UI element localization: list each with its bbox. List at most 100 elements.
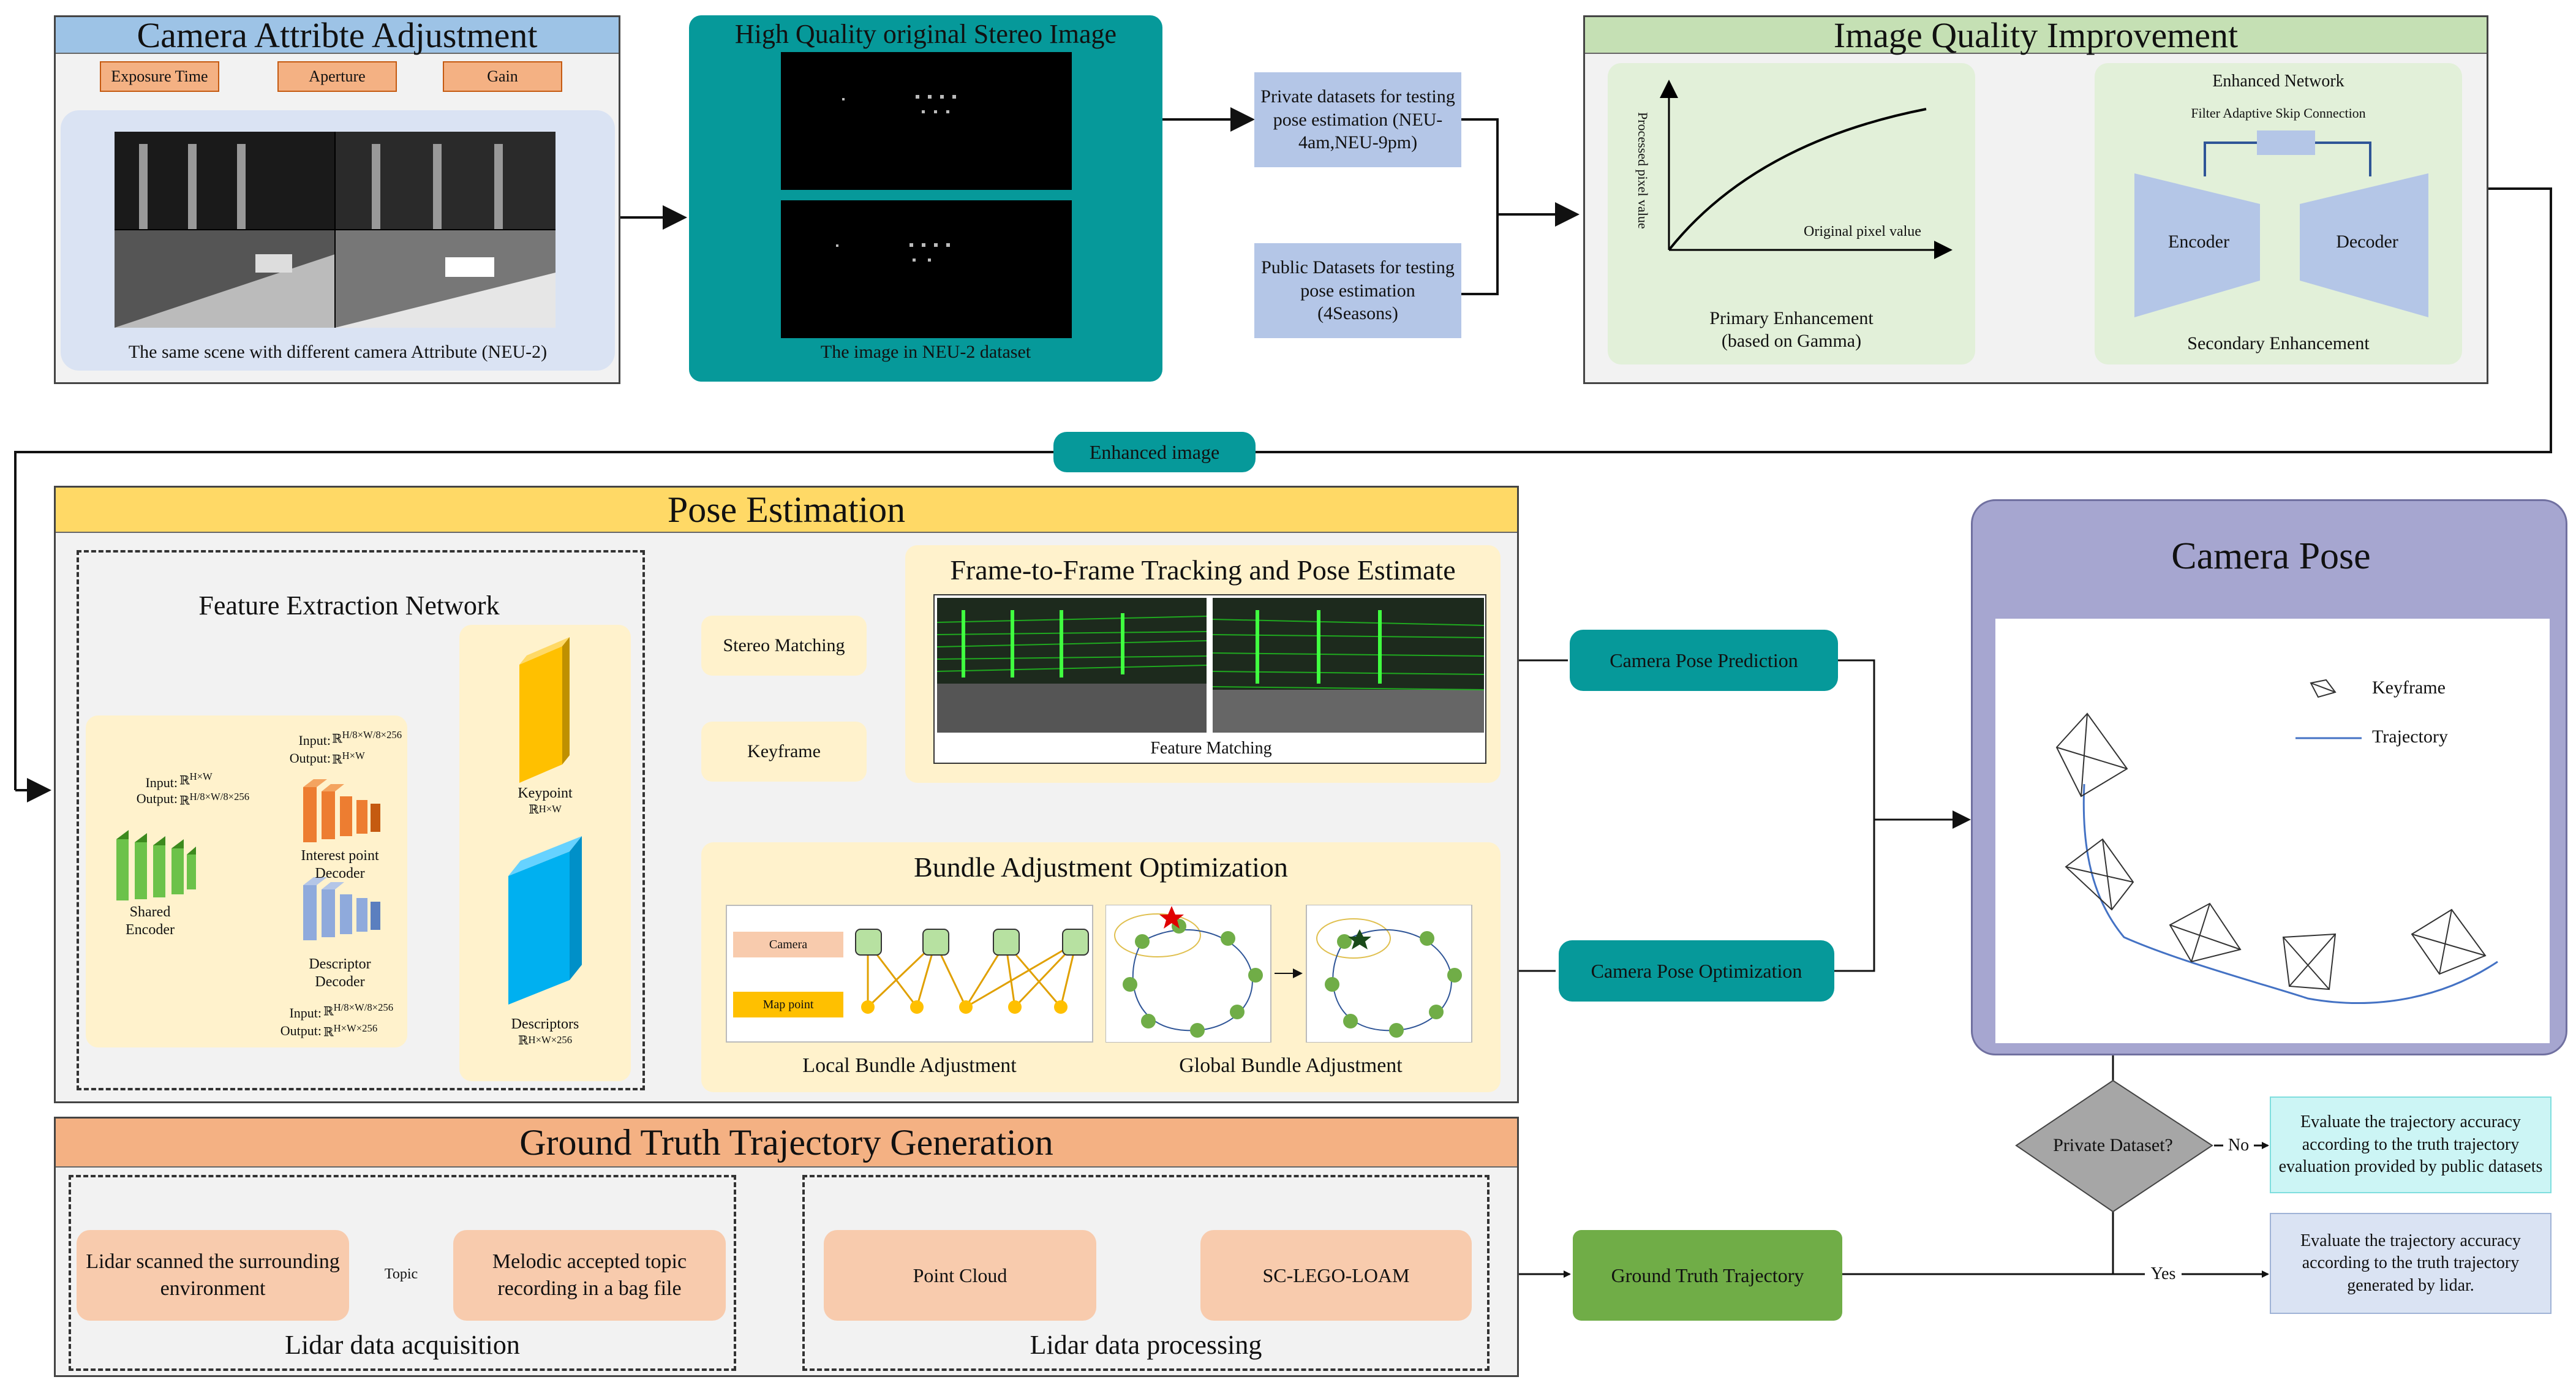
descriptors-block xyxy=(508,836,582,1005)
global-ba-label: Global Bundle Adjustment xyxy=(1179,1054,1403,1077)
enhanced-image-label: Enhanced image xyxy=(1053,432,1256,472)
stereo-caption: The image in NEU-2 dataset xyxy=(820,342,1031,362)
topic-label: Topic xyxy=(377,1265,426,1283)
legend-trajectory-label: Trajectory xyxy=(2372,726,2448,747)
interest-output-label: Output: xyxy=(289,750,331,766)
keypoint-label: Keypoint xyxy=(518,785,573,801)
bundle-adjustment-title: Bundle Adjustment Optimization xyxy=(914,851,1288,883)
pose-estimation-title: Pose Estimation xyxy=(56,488,1517,533)
descriptor-io-label: Input: Output: xyxy=(263,1005,322,1040)
enhanced-network-panel: Enhanced Network Filter Adaptive Skip Co… xyxy=(2095,63,2462,364)
local-ba-graph xyxy=(733,929,1089,1017)
evaluate-lidar-box: Evaluate the trajectory accuracy accordi… xyxy=(2270,1213,2552,1314)
camera-attribute-title: Camera Attribte Adjustment xyxy=(56,15,619,55)
scene-image-panel: The same scene with different camera Att… xyxy=(61,110,615,371)
ground-truth-panel: Ground Truth Trajectory Generation xyxy=(54,1117,1519,1377)
mappoint-legend-label: Map point xyxy=(763,997,814,1011)
frame-tracking-title: Frame-to-Frame Tracking and Pose Estimat… xyxy=(950,554,1456,586)
keypoint-block xyxy=(519,637,570,783)
lidar-processing-box xyxy=(802,1175,1489,1371)
feature-matching-image xyxy=(937,598,1484,733)
point-cloud-box: Point Cloud xyxy=(824,1230,1096,1321)
camera-pose-prediction-box: Camera Pose Prediction xyxy=(1570,630,1838,691)
stereo-image-panel: High Quality original Stereo Image The i… xyxy=(689,15,1162,382)
primary-line1: Primary Enhancement xyxy=(1709,308,1874,328)
private-datasets-box: Private datasets for testing pose estima… xyxy=(1254,72,1461,167)
bundle-adjustment-panel: Bundle Adjustment Optimization Camera Ma… xyxy=(701,842,1501,1092)
keyframe-box: Keyframe xyxy=(701,722,867,782)
stereo-image-bottom xyxy=(781,200,1072,338)
encoder-io-label: Input: Output: xyxy=(113,775,178,807)
aperture-button: Aperture xyxy=(277,61,397,92)
scene-caption: The same scene with different camera Att… xyxy=(128,342,548,362)
frame-tracking-panel: Frame-to-Frame Tracking and Pose Estimat… xyxy=(905,545,1501,783)
local-ba-label: Local Bundle Adjustment xyxy=(802,1054,1017,1077)
primary-line2: (based on Gamma) xyxy=(1721,331,1862,351)
interest-input-label: Input: xyxy=(298,733,331,748)
camera-pose-optimization-box: Camera Pose Optimization xyxy=(1559,940,1834,1002)
encoder-label: Encoder xyxy=(2168,232,2229,252)
ground-truth-trajectory-box: Ground Truth Trajectory xyxy=(1573,1230,1842,1321)
decision-no-label: No xyxy=(2223,1134,2254,1157)
stereo-matching-box: Stereo Matching xyxy=(701,616,867,676)
stereo-image-top xyxy=(781,52,1072,190)
enhanced-network-title: Enhanced Network xyxy=(2212,72,2344,91)
feature-extraction-box xyxy=(77,550,645,1090)
descriptor-decoder-blocks xyxy=(303,877,380,940)
descriptor-input-label: Input: xyxy=(289,1005,322,1021)
stereo-title: High Quality original Stereo Image xyxy=(734,18,1117,49)
scene-photo xyxy=(115,132,555,328)
ground-truth-title: Ground Truth Trajectory Generation xyxy=(56,1119,1517,1168)
trajectory-plot xyxy=(2055,679,2498,1004)
lidar-acquisition-box xyxy=(69,1175,736,1371)
feature-extraction-title: Feature Extraction Network xyxy=(198,590,500,621)
shared-encoder-blocks xyxy=(116,830,196,900)
network-blocks xyxy=(116,637,582,1005)
decision-diamond xyxy=(2015,1079,2213,1213)
interest-io-label: Input: Output: xyxy=(273,732,331,767)
decision-question: Private Dataset? xyxy=(2053,1135,2173,1155)
encoder-input-label: Input: xyxy=(145,775,178,790)
shared-encoder-label: Shared Encoder xyxy=(126,904,175,938)
plot-xlabel: Original pixel value xyxy=(1804,224,1921,240)
decoder-label: Decoder xyxy=(2336,232,2398,252)
melodic-box: Melodic accepted topic recording in a ba… xyxy=(453,1230,726,1321)
lidar-scan-box: Lidar scanned the surrounding environmen… xyxy=(77,1230,349,1321)
global-ba-graphs xyxy=(1105,905,1472,1043)
feature-matching-label: Feature Matching xyxy=(1150,739,1272,758)
descriptor-output-label: Output: xyxy=(280,1022,322,1038)
exposure-time-button: Exposure Time xyxy=(100,61,219,92)
interest-decoder-label: Interest point Decoder xyxy=(301,848,379,881)
public-datasets-box: Public Datasets for testing pose estimat… xyxy=(1254,243,1461,338)
lidar-acquisition-label: Lidar data acquisition xyxy=(285,1329,520,1360)
skip-connection-label: Filter Adaptive Skip Connection xyxy=(2191,105,2366,121)
encoder-output-label: Output: xyxy=(136,791,178,807)
legend-keyframe-label: Keyframe xyxy=(2372,677,2446,698)
image-quality-title: Image Quality Improvement xyxy=(1585,15,2487,55)
primary-enhancement-label: Primary Enhancement (based on Gamma) xyxy=(1608,305,1975,354)
secondary-enhancement-label: Secondary Enhancement xyxy=(2187,333,2370,353)
camera-attribute-panel: Camera Attribte Adjustment Exposure Time… xyxy=(54,15,620,384)
sc-lego-loam-box: SC-LEGO-LOAM xyxy=(1200,1230,1472,1321)
camera-pose-title: Camera Pose xyxy=(2171,535,2371,577)
gain-button: Gain xyxy=(443,61,562,92)
feature-matching-frame: Feature Matching xyxy=(933,594,1486,764)
decision-yes-label: Yes xyxy=(2145,1263,2182,1285)
gamma-curve-plot xyxy=(1660,80,1953,259)
descriptor-decoder-label: Descriptor Decoder xyxy=(309,956,371,990)
plot-ylabel: Processed pixel value xyxy=(1635,112,1651,229)
local-ba-frame: Camera Map point xyxy=(726,905,1093,1043)
primary-enhancement-panel: Processed pixel value Original pixel val… xyxy=(1608,63,1975,364)
camera-pose-panel: Camera Pose Keyframe Trajectory xyxy=(1971,499,2567,1055)
interest-decoder-blocks xyxy=(303,779,380,842)
evaluate-public-box: Evaluate the trajectory accuracy accordi… xyxy=(2270,1096,2552,1193)
trajectory-canvas: Keyframe Trajectory xyxy=(1995,619,2550,1043)
camera-legend-label: Camera xyxy=(769,937,808,951)
image-quality-panel: Image Quality Improvement Processed pixe… xyxy=(1583,15,2488,384)
encoder-decoder-diagram xyxy=(2134,130,2428,317)
descriptors-label: Descriptors xyxy=(511,1016,579,1032)
